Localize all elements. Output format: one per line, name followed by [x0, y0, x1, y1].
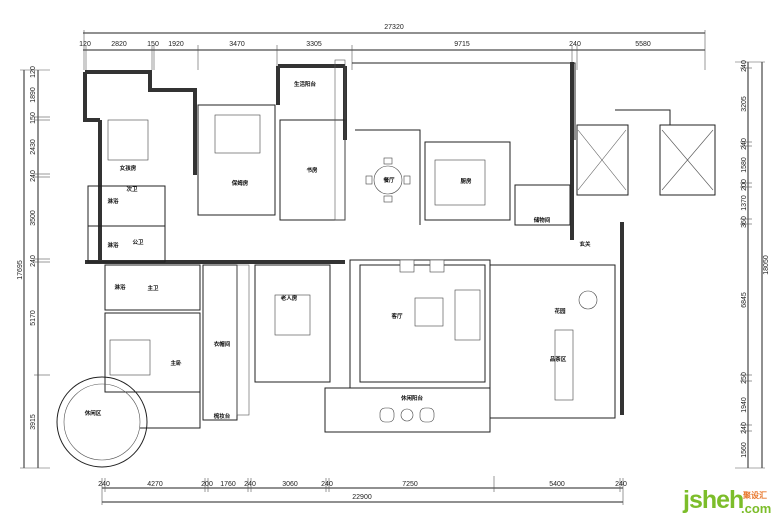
room-label-girl-room: 女孩房	[120, 164, 137, 172]
dim: 120	[79, 41, 91, 48]
room-label-storage: 储物间	[533, 216, 551, 224]
armchair	[429, 259, 445, 273]
top-total-dim: 27320	[384, 24, 404, 31]
dim: 240	[741, 60, 748, 72]
bottom-total-dim: 22900	[352, 494, 372, 501]
room-label-kitchen: 厨房	[460, 177, 472, 185]
dim: 240	[741, 422, 748, 434]
room-label-master-bath: 主卫	[147, 284, 159, 292]
logo-domain: .com	[741, 501, 772, 516]
armchair	[578, 290, 598, 310]
room-label-utility-balcony: 生活阳台	[294, 80, 317, 88]
dim: 120	[30, 66, 37, 78]
dim: 240	[244, 481, 256, 488]
dim: 9715	[454, 41, 470, 48]
room-label-shower: 淋浴	[107, 241, 119, 249]
room-label-walk-in-closet: 衣帽间	[214, 340, 231, 348]
dim: 240	[569, 41, 581, 48]
room-label-living: 客厅	[390, 312, 403, 320]
room-label-lounge: 休闲区	[84, 409, 102, 417]
dim: 1940	[741, 397, 748, 413]
left-dimension-chain: 120 1890 150 2430 240 3500 240 5170 3915…	[17, 66, 50, 469]
right-total-dim: 18050	[763, 255, 770, 275]
site-logo: jsheh 聚设汇 .com	[683, 486, 771, 516]
right-dimension-chain: 240 3205 240 1580 200 1370 360 6845 250 …	[735, 60, 770, 469]
kitchen-island	[434, 159, 486, 206]
dim: 240	[30, 255, 37, 267]
dim: 3205	[741, 96, 748, 112]
room-label-nanny-room: 保姆房	[231, 179, 249, 187]
room-label-elder-room: 老人房	[280, 294, 298, 302]
sofa	[454, 289, 481, 341]
dim: 1890	[30, 87, 37, 103]
dim: 5170	[30, 310, 37, 326]
dim: 200	[741, 179, 748, 191]
room-label-shower: 淋浴	[107, 197, 119, 205]
room-label-study: 书房	[306, 166, 318, 174]
dim: 2430	[30, 139, 37, 155]
dim: 360	[741, 216, 748, 228]
bed	[107, 119, 149, 161]
left-total-dim: 17695	[17, 260, 24, 280]
bed	[214, 114, 261, 154]
dim: 2820	[111, 41, 127, 48]
dim: 150	[147, 41, 159, 48]
room-label-shower: 淋浴	[114, 283, 126, 291]
room-label-second-bath: 次卫	[126, 185, 138, 193]
room-label-leisure-balcony: 休闲阳台	[400, 394, 424, 402]
dim: 240	[615, 481, 627, 488]
dim: 3305	[306, 41, 322, 48]
tea-table	[554, 329, 574, 401]
dim: 200	[201, 481, 213, 488]
dim: 5580	[635, 41, 651, 48]
dim: 150	[30, 112, 37, 124]
room-label-tea-area: 品茶区	[550, 355, 567, 363]
room-label-master-bedroom: 主卧	[170, 359, 182, 367]
bed	[274, 294, 311, 336]
dim: 7250	[402, 481, 418, 488]
logo-text: jsheh	[683, 486, 744, 514]
dim: 6845	[741, 292, 748, 308]
bed	[109, 339, 151, 376]
room-label-garden: 花园	[554, 307, 566, 315]
dim: 240	[321, 481, 333, 488]
dim: 3915	[30, 414, 37, 430]
furniture	[107, 114, 714, 423]
room-label-public-bath: 公卫	[132, 239, 144, 246]
dim: 1580	[741, 157, 748, 173]
dim: 1560	[741, 442, 748, 458]
dim: 3500	[30, 210, 37, 226]
dim: 4270	[147, 481, 163, 488]
coffee-table	[414, 297, 444, 327]
dining-table	[373, 165, 403, 195]
dim: 250	[741, 372, 748, 384]
dim: 1920	[168, 41, 184, 48]
logo-cn: 聚设汇	[743, 491, 767, 500]
dim: 1760	[220, 481, 236, 488]
bottom-dimension-chain: 240 4270 200 1760 240 3060 240 7250 5400…	[98, 476, 627, 505]
room-label-dresser: 梳妆台	[213, 412, 231, 420]
dim: 3470	[229, 41, 245, 48]
room-label-dining: 餐厅	[382, 176, 395, 184]
dim: 240	[98, 481, 110, 488]
armchair	[399, 259, 415, 273]
walls	[56, 59, 716, 468]
dim: 3060	[282, 481, 298, 488]
top-dimension-chain: 27320 120 2820 150 1920 3470 3305 9715 2…	[79, 24, 706, 70]
dim: 240	[741, 138, 748, 150]
dim: 5400	[549, 481, 565, 488]
room-label-foyer: 玄关	[579, 240, 591, 248]
wardrobe	[236, 264, 250, 416]
dim: 240	[30, 170, 37, 182]
dim: 1370	[741, 195, 748, 211]
